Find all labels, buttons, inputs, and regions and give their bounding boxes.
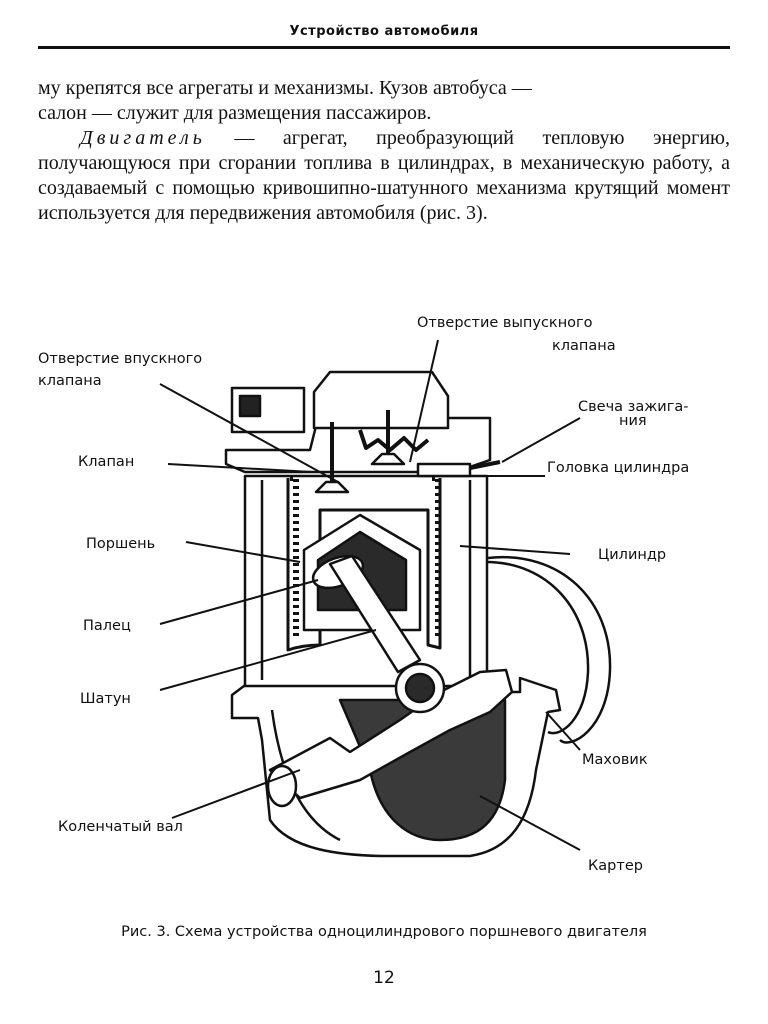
figure-caption: Рис. 3. Схема устройства одноцилиндровог…: [121, 924, 647, 940]
engine-figure: Отверстие выпускного клапана Отверстие в…: [0, 300, 768, 900]
crankshaft-shape: [268, 668, 514, 800]
leader-piston: [185, 541, 301, 563]
label-exhaust-line2: клапана: [552, 338, 616, 354]
leader-intake: [159, 383, 339, 483]
label-spark-line2: ния: [619, 413, 647, 429]
label-rod: Шатун: [80, 691, 131, 707]
exhaust-valve-head: [370, 452, 406, 466]
label-flywheel: Маховик: [582, 752, 648, 768]
engine-diagram: [159, 339, 612, 858]
body-text: му крепятся все агрегаты и механизмы. Ку…: [38, 76, 730, 226]
leader-spark: [501, 417, 581, 463]
crankshaft-end: [266, 764, 298, 808]
label-intake-line1: Отверстие впускного: [38, 351, 203, 367]
connecting-rod: [328, 554, 422, 674]
label-spark-line1: Свеча зажига-: [578, 399, 689, 415]
label-valve: Клапан: [78, 454, 135, 470]
engine-term: Двигатель: [80, 127, 206, 149]
valve-cover: [312, 370, 450, 430]
leader-crankcase: [479, 795, 581, 851]
leader-exhaust: [409, 339, 439, 463]
running-header: Устройство автомобиля: [289, 24, 479, 39]
text-line-2: салон — служит для размещения пассажиров…: [38, 102, 432, 124]
leader-pin: [159, 579, 319, 625]
leader-valve: [167, 463, 313, 473]
text-line-1: му крепятся все агрегаты и механизмы. Ку…: [38, 77, 532, 99]
leader-flywheel: [545, 711, 581, 751]
label-cylinder-head: Головка цилиндра: [547, 460, 690, 476]
label-piston: Поршень: [86, 536, 156, 552]
crank-journal-inner: [404, 672, 436, 704]
flywheel-inner: [485, 560, 590, 735]
engine-definition: — агрегат, преобразующий тепловую энерги…: [38, 127, 730, 224]
page-number: 12: [373, 968, 395, 988]
intake-port-grid: [238, 394, 262, 418]
label-crankshaft: Коленчатый вал: [58, 819, 183, 835]
leader-cylinder: [459, 545, 571, 555]
label-exhaust-line1: Отверстие выпускного: [417, 315, 593, 331]
paragraph-1: му крепятся все агрегаты и механизмы. Ку…: [38, 76, 730, 126]
label-cylinder: Цилиндр: [598, 547, 667, 563]
leader-crankshaft: [171, 769, 301, 819]
spark-plug: [416, 462, 472, 478]
header-rule: [38, 46, 730, 49]
cylinder-wall: [286, 478, 442, 652]
spark-plug-tip: [469, 460, 501, 470]
label-intake-line2: клапана: [38, 373, 102, 389]
label-pin: Палец: [83, 618, 131, 634]
paragraph-2: Двигатель — агрегат, преобразующий тепло…: [38, 126, 730, 226]
leader-rod: [159, 629, 377, 691]
label-crankcase: Картер: [588, 858, 643, 874]
flywheel-shape: [487, 555, 612, 744]
